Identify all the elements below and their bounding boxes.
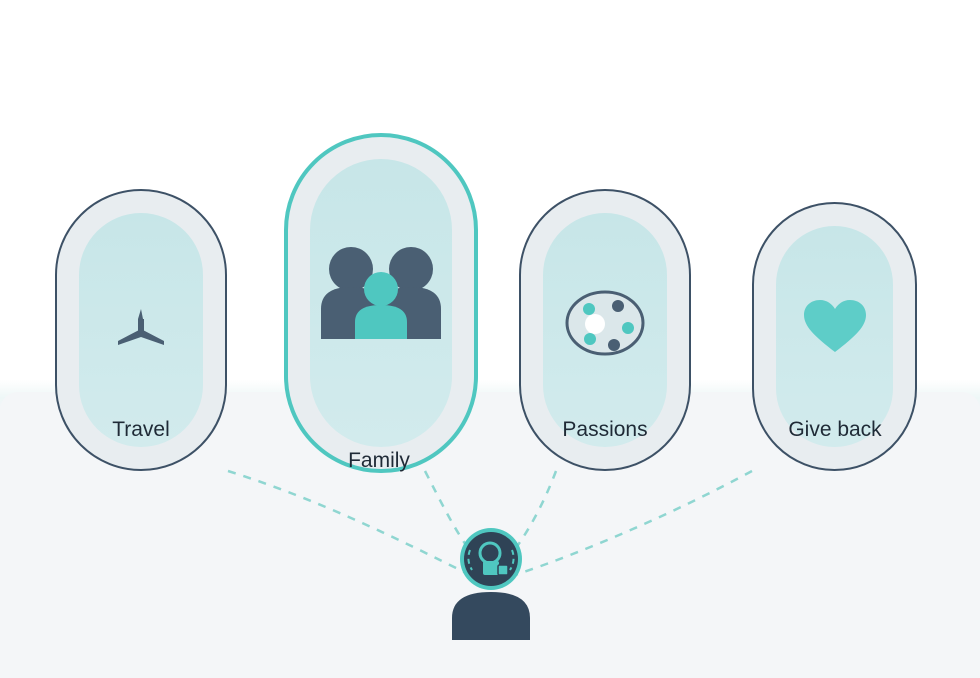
- connector-giveback: [514, 469, 753, 577]
- connector-travel: [227, 469, 471, 577]
- card-giveback[interactable]: [752, 202, 917, 471]
- card-family[interactable]: [284, 133, 478, 473]
- label-giveback: Give back: [788, 418, 882, 441]
- label-passions: Passions: [562, 418, 648, 441]
- airplane-icon: [57, 307, 225, 349]
- card-passions[interactable]: [519, 189, 691, 471]
- card-travel[interactable]: [55, 189, 227, 471]
- person-with-thought-icon: [450, 526, 532, 644]
- label-travel: Travel: [112, 418, 170, 441]
- palette-icon: [521, 289, 689, 357]
- family-icon: [288, 247, 474, 339]
- label-family: Family: [348, 449, 410, 472]
- heart-icon: [754, 300, 915, 354]
